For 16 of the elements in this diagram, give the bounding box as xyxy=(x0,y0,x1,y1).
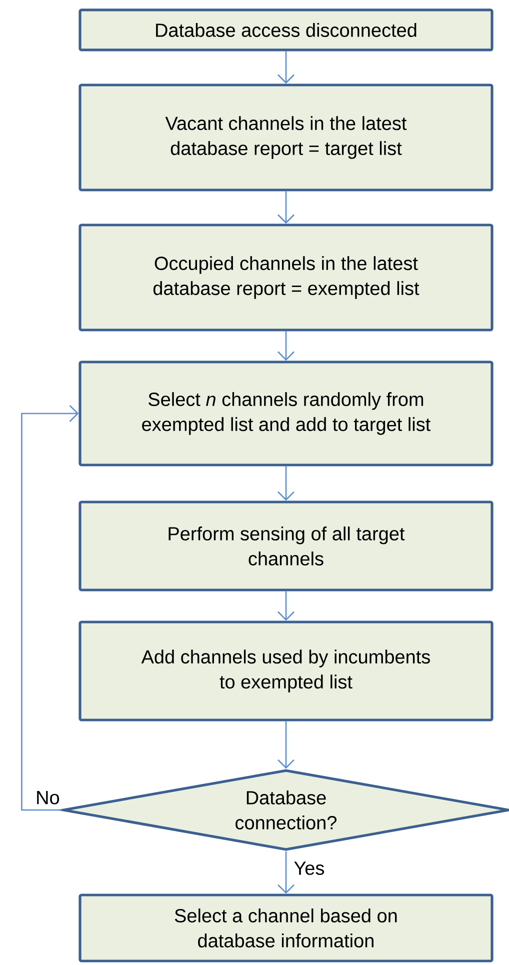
process-box: Add channels used by incumbents to exempted list xyxy=(78,620,494,722)
arrow xyxy=(278,331,294,361)
process-box: Vacant channels in the latest database report = target list xyxy=(78,84,494,192)
arrow xyxy=(278,721,294,769)
arrow xyxy=(278,591,294,621)
arrow xyxy=(278,851,294,894)
process-box: Occupied channels in the latest database report = exempted list xyxy=(78,224,494,332)
arrow xyxy=(278,466,294,501)
arrow xyxy=(278,191,294,224)
process-box: Select n channels randomly from exempted list and add to target list xyxy=(78,360,494,466)
process-box: Database access disconnected xyxy=(78,8,494,52)
process-box: Select a channel based on database information xyxy=(78,894,494,962)
process-box: Perform sensing of all target channels xyxy=(78,500,494,592)
edge-label: Yes xyxy=(292,860,326,876)
arrow xyxy=(21,405,79,811)
arrow xyxy=(278,51,294,84)
